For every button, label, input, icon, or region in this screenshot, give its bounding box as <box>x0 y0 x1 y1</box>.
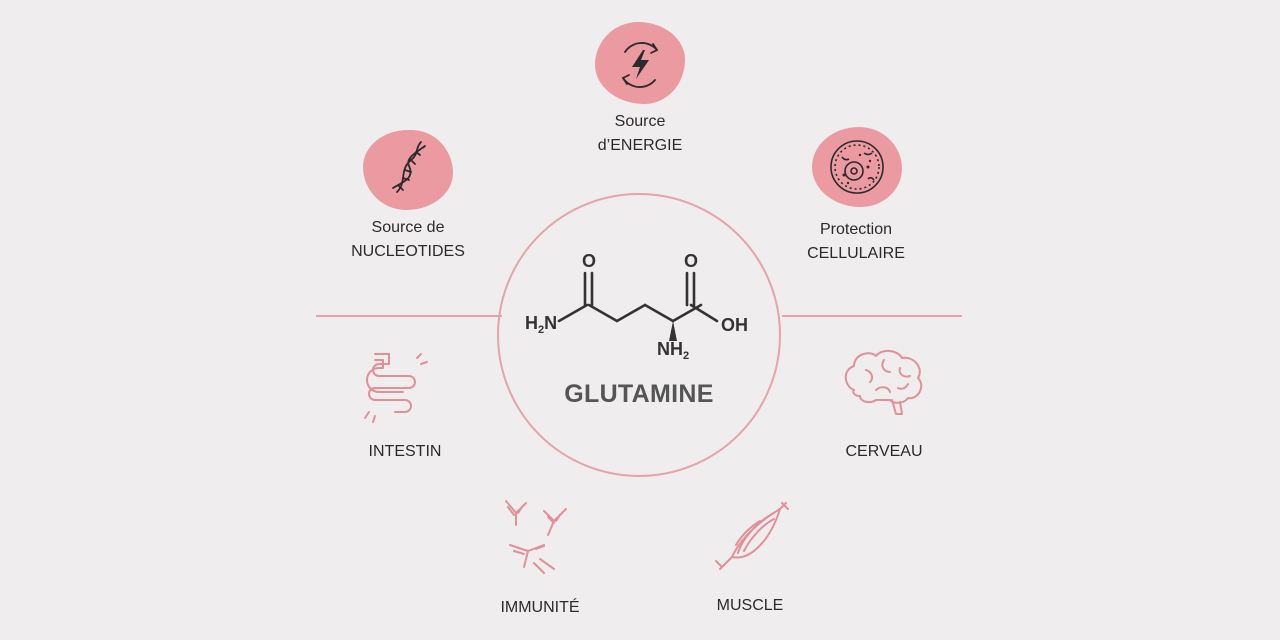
oh-label: OH <box>721 315 748 335</box>
left-divider-line <box>316 315 502 317</box>
energy-label: Source d’ENERGIE <box>560 110 720 158</box>
cell-protection-label: Protection CELLULAIRE <box>776 218 936 266</box>
dna-icon <box>392 141 426 193</box>
nucleotides-badge <box>363 130 453 210</box>
oxygen-right-label: O <box>684 251 698 271</box>
intestin-label: INTESTIN <box>368 443 442 460</box>
cell-protection-label-line2: CELLULAIRE <box>807 245 905 262</box>
muscle-label: MUSCLE <box>716 597 784 614</box>
muscle-icon <box>715 502 789 570</box>
center-title: GLUTAMINE <box>564 380 714 408</box>
energy-label-line1: Source <box>614 113 666 130</box>
oxygen-left-label: O <box>582 251 596 271</box>
intestine-icon <box>364 353 428 423</box>
glutamine-molecule-structure: O O H2N OH NH2 <box>525 251 748 362</box>
center-circle <box>497 193 781 477</box>
h2n-label: H2N <box>525 313 557 336</box>
brain-icon <box>844 350 923 415</box>
cell-protection-badge <box>812 127 902 207</box>
energy-cycle-icon <box>621 42 659 88</box>
nucleotides-label-line1: Source de <box>371 219 445 236</box>
cell-icon <box>830 140 884 194</box>
energy-label-line2: d’ENERGIE <box>597 137 683 154</box>
cerveau-label: CERVEAU <box>845 443 923 460</box>
right-divider-line <box>782 315 962 317</box>
cell-protection-label-line1: Protection <box>819 221 893 238</box>
nucleotides-label: Source de NUCLEOTIDES <box>328 216 488 264</box>
nh2-label: NH2 <box>657 339 689 362</box>
nucleotides-label-line2: NUCLEOTIDES <box>351 243 465 260</box>
energy-badge <box>595 22 685 104</box>
immunite-label: IMMUNITÉ <box>500 599 580 616</box>
antibody-icon <box>505 500 567 574</box>
